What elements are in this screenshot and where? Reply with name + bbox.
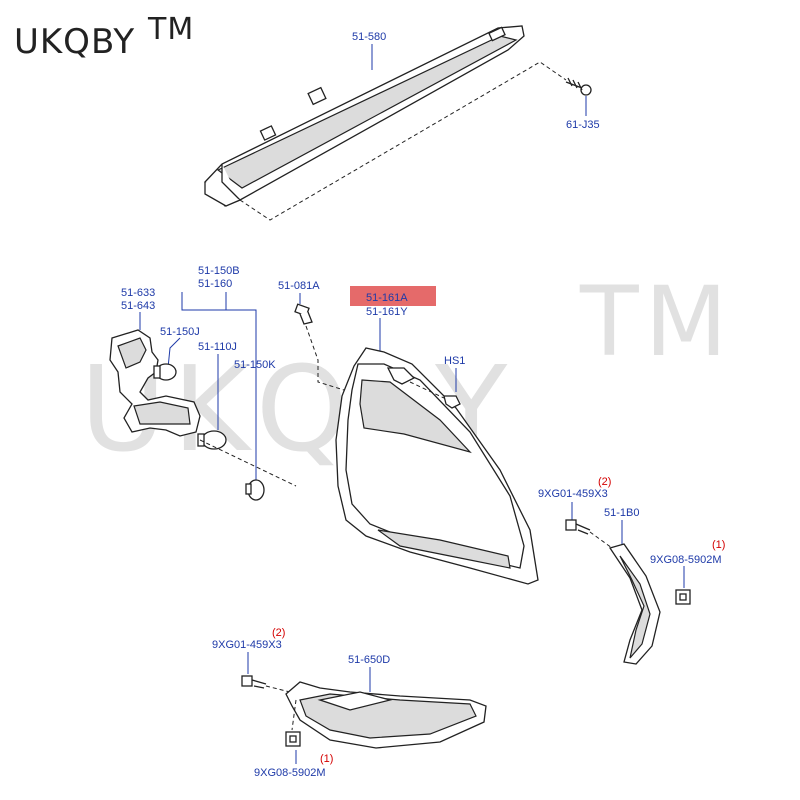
leader-dashed-9xg01-b xyxy=(265,685,291,693)
screw-61-j35 xyxy=(565,77,592,96)
label-51-150k: 51-150K xyxy=(234,359,276,371)
highlight-51-161a xyxy=(350,286,436,306)
screw-9xg01-b xyxy=(241,675,267,689)
label-51-161y: 51-161Y xyxy=(366,306,408,318)
front-side-marker-51-650d xyxy=(285,681,487,749)
label-hs1: HS1 xyxy=(444,355,465,367)
brand-tm: TM xyxy=(148,12,195,47)
side-reflector-51-1b0 xyxy=(608,543,661,665)
leader-dashed-stoplamp xyxy=(239,61,567,221)
bulb-51-150k xyxy=(245,479,265,501)
label-51-650d: 51-650D xyxy=(348,654,390,666)
label-9xg01-b: 9XG01-459X3 xyxy=(212,639,282,651)
label-51-161a: 51-161A xyxy=(366,292,408,304)
leader-dashed-hs1 xyxy=(409,381,445,399)
high-mount-stop-lamp xyxy=(204,25,525,207)
clip-9xg08-b xyxy=(285,731,301,747)
label-9xg01-a: 9XG01-459X3 xyxy=(538,488,608,500)
brand-logo: UKQBY TM xyxy=(14,12,193,62)
label-51-643: 51-643 xyxy=(121,300,155,312)
label-51-081a: 51-081A xyxy=(278,280,320,292)
label-51-160: 51-160 xyxy=(198,278,232,290)
clip-9xg08-a xyxy=(675,589,691,605)
label-51-150b: 51-150B xyxy=(198,265,240,277)
leader-dashed-9xg01-a xyxy=(589,531,613,549)
rear-combination-lamp xyxy=(335,347,539,585)
label-9xg08-a: 9XG08-5902M xyxy=(650,554,722,566)
label-9xg08-b: 9XG08-5902M xyxy=(254,767,326,779)
bulb-socket-assembly xyxy=(109,329,201,437)
note-9xg08-a: (1) xyxy=(712,539,725,551)
label-61-j35: 61-J35 xyxy=(566,119,600,131)
label-51-110j: 51-110J xyxy=(198,341,237,353)
screw-hs1 xyxy=(443,395,461,409)
leader-dashed-clip xyxy=(305,325,345,391)
note-9xg08-b: (1) xyxy=(320,753,333,765)
clip-51-081a xyxy=(294,303,313,325)
label-51-150j: 51-150J xyxy=(160,326,200,338)
label-51-633: 51-633 xyxy=(121,287,155,299)
screw-9xg01-a xyxy=(565,519,591,535)
leader-dashed-clip-b xyxy=(291,699,297,731)
leader-dashed-socket xyxy=(199,439,297,487)
note-9xg01-b: (2) xyxy=(272,627,285,639)
bulb-51-150j xyxy=(153,363,177,381)
watermark-tm: TM xyxy=(579,266,733,378)
label-51-580: 51-580 xyxy=(352,31,386,43)
note-9xg01-a: (2) xyxy=(598,476,611,488)
bulb-51-110j xyxy=(197,430,227,450)
label-51-1b0: 51-1B0 xyxy=(604,507,639,519)
brand-name: UKQBY xyxy=(14,22,136,62)
